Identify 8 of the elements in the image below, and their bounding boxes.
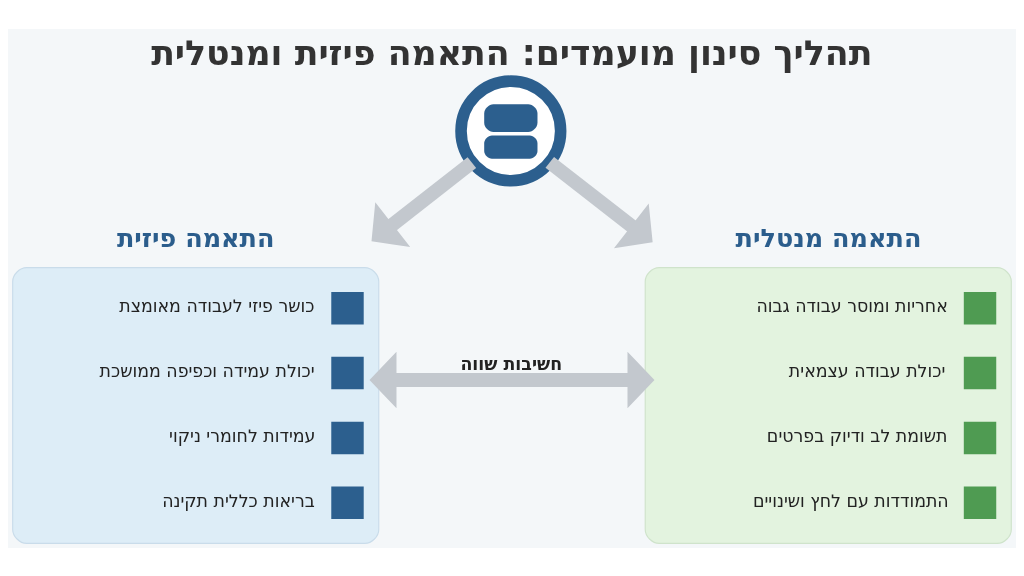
node-label: התאמה מנטלית <box>735 222 922 253</box>
node-picture <box>455 74 567 187</box>
arrow <box>371 156 477 247</box>
edge-label: חשיבות שווה <box>460 353 563 374</box>
diagram-title: תהליך סינון מועמדים: התאמה פיזית ומנטלית <box>151 32 873 73</box>
arrow <box>545 156 653 248</box>
arrow <box>369 351 655 408</box>
node-label: התאמה פיזית <box>116 222 275 253</box>
